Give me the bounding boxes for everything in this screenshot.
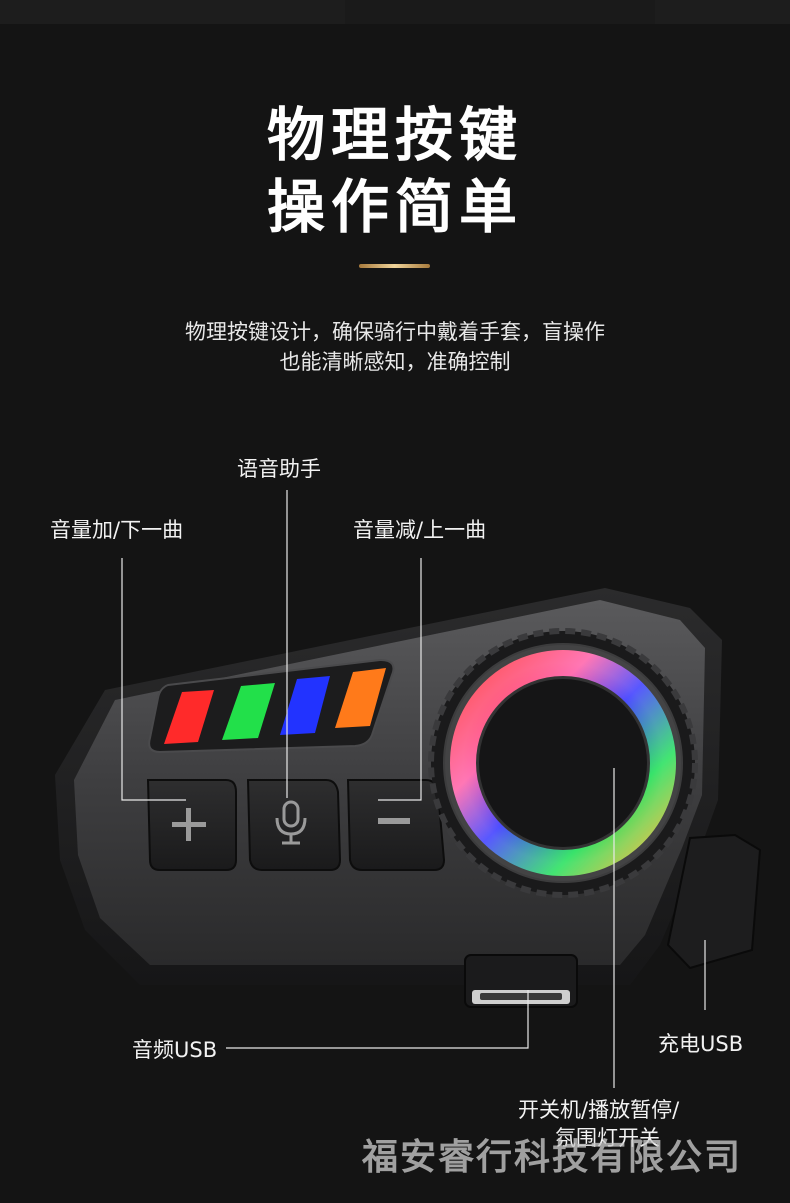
voice-assistant-button[interactable] xyxy=(246,779,342,871)
microphone-icon xyxy=(275,800,307,845)
top-strip-panel xyxy=(345,0,655,24)
callout-audio-usb: 音频USB xyxy=(132,1038,218,1062)
callout-power-line-1: 开关机/播放暂停/ xyxy=(518,1098,680,1122)
description-line-1: 物理按键设计，确保骑行中戴着手套，盲操作 xyxy=(185,320,605,344)
led-green xyxy=(222,683,275,740)
charge-usb-connector xyxy=(666,833,762,970)
led-red xyxy=(164,690,214,744)
volume-up-button[interactable] xyxy=(146,779,237,871)
callout-power-line-2: 氛围灯开关 xyxy=(555,1126,660,1150)
led-blue xyxy=(280,676,330,735)
plus-icon xyxy=(172,808,206,841)
callout-volume-up: 音量加/下一曲 xyxy=(50,518,184,542)
led-orange xyxy=(335,668,386,728)
power-dial[interactable] xyxy=(428,628,698,898)
led-bar-housing xyxy=(148,658,395,754)
heading-line-1: 物理按键 xyxy=(266,101,523,169)
callout-lines xyxy=(121,490,706,1088)
gold-divider xyxy=(359,264,430,268)
description-line-2: 也能清晰感知，准确控制 xyxy=(279,350,511,374)
callout-charge-usb: 充电USB xyxy=(658,1032,744,1056)
watermark: 福安睿行科技有限公司 xyxy=(362,1137,743,1178)
callout-volume-down: 音量减/上一曲 xyxy=(353,518,487,542)
audio-usb-connector xyxy=(464,954,578,1008)
heading-line-2: 操作简单 xyxy=(266,173,523,241)
minus-icon xyxy=(378,818,410,824)
callout-voice-assistant: 语音助手 xyxy=(237,457,321,481)
volume-down-button[interactable] xyxy=(346,779,446,871)
